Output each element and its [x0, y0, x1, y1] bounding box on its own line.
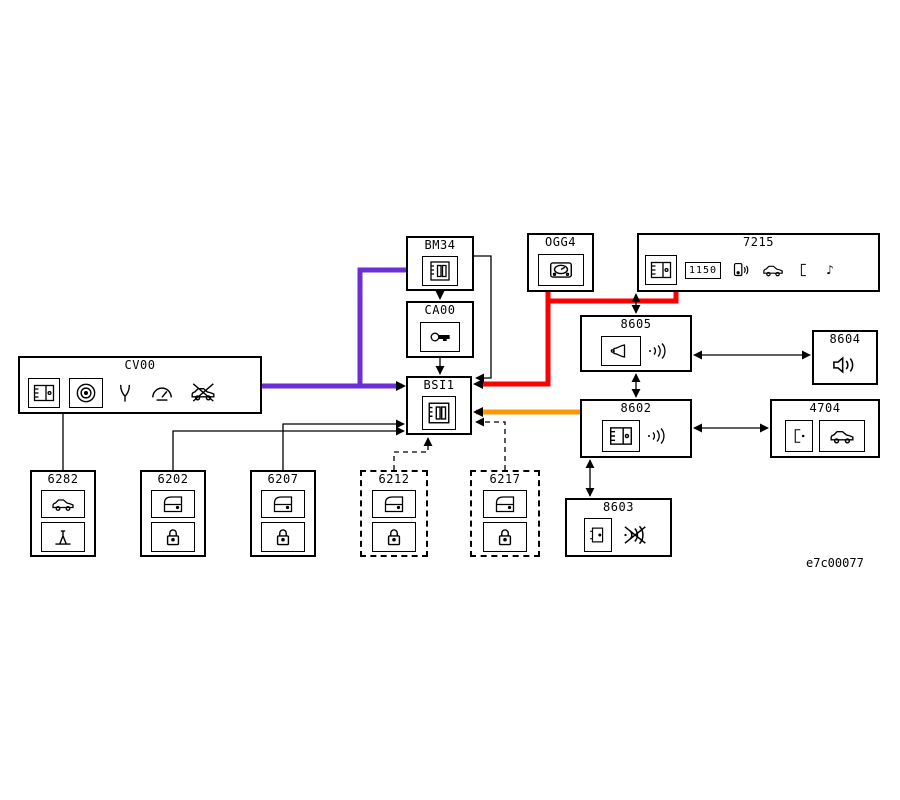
component-label-8604: 8604 [829, 332, 861, 346]
arrowhead-purple-into-bsi1 [396, 381, 406, 391]
component-box-cv00: CV00 [18, 356, 262, 414]
door-icon [151, 490, 195, 518]
sound-waves-icon [648, 342, 666, 360]
component-box-6282: 6282 [30, 470, 96, 557]
door-icon [372, 490, 416, 518]
road-fork-icon [119, 383, 131, 402]
component-box-4704: 4704 [770, 399, 880, 458]
line-6207-to-bsi1 [282, 419, 405, 470]
bracket-icon [785, 420, 813, 452]
connector-icon [28, 377, 60, 408]
car-crossed-icon [186, 380, 220, 406]
component-label-8605: 8605 [620, 317, 652, 331]
component-label-bm34: BM34 [424, 238, 456, 252]
component-box-ogg4: OGG4 [527, 233, 594, 292]
component-label-6212: 6212 [378, 472, 410, 486]
component-box-bsi1: BSI1 [406, 376, 472, 435]
connector-icon [645, 255, 677, 285]
line-bm34-to-bsi1 [474, 255, 492, 383]
music-note-icon [826, 262, 834, 277]
lock-icon [261, 522, 305, 552]
component-box-bm34: BM34 [406, 236, 474, 291]
lock-icon [483, 522, 527, 552]
connector-icon [602, 420, 640, 452]
component-box-8602: 8602 [580, 399, 692, 458]
car-icon [763, 265, 783, 277]
component-label-6207: 6207 [267, 472, 299, 486]
component-box-8605: 8605 [580, 315, 692, 372]
component-box-6202: 6202 [140, 470, 206, 557]
connector-icon [422, 396, 456, 430]
component-box-6207: 6207 [250, 470, 316, 557]
arrowhead-orange-into-bsi1 [473, 407, 483, 417]
waves-crossed-icon [618, 521, 654, 549]
wire-red-ogg4-7215-bsi1 [480, 292, 679, 387]
arrowhead-red-into-bsi1 [473, 379, 483, 389]
car-icon [41, 490, 85, 518]
key-icon [420, 322, 460, 352]
line-6212-to-bsi1-dashed [393, 437, 433, 470]
component-label-8603: 8603 [603, 500, 634, 514]
line-6202-to-bsi1 [172, 426, 405, 470]
horn-icon [601, 336, 641, 366]
car-icon [819, 420, 865, 452]
lock-icon [372, 522, 416, 552]
remote-icon [733, 262, 749, 277]
bracket-icon [800, 263, 807, 277]
clock-display: 1150 [685, 261, 722, 279]
speaker-icon [833, 357, 854, 373]
component-label-7215: 7215 [743, 235, 774, 249]
component-box-7215: 7215 1150 [637, 233, 880, 292]
diagram-reference-code: e7c00077 [806, 556, 864, 570]
sound-waves-icon [647, 427, 665, 445]
jack-icon [41, 522, 85, 552]
component-box-8604: 8604 [812, 330, 878, 385]
component-label-6202: 6202 [157, 472, 189, 486]
gauge-icon [152, 386, 172, 401]
door-icon [261, 490, 305, 518]
component-label-4704: 4704 [809, 401, 841, 415]
component-box-6212: 6212 [360, 470, 428, 557]
line-6217-to-bsi1-dashed [475, 417, 506, 470]
connector-icon [422, 256, 458, 286]
component-box-ca00: CA00 [406, 301, 474, 358]
component-box-8603: 8603 [565, 498, 672, 557]
instrument-cluster-icon [537, 254, 584, 286]
door-icon [483, 490, 527, 518]
lock-icon [151, 522, 195, 552]
component-label-ca00: CA00 [424, 303, 456, 317]
component-label-ogg4: OGG4 [545, 235, 576, 249]
component-label-6282: 6282 [47, 472, 79, 486]
component-label-cv00: CV00 [124, 358, 156, 372]
component-label-bsi1: BSI1 [423, 378, 455, 392]
wire-purple-bm34-cv00-bsi1 [262, 267, 406, 389]
component-box-6217: 6217 [470, 470, 540, 557]
component-label-8602: 8602 [620, 401, 652, 415]
door-panel-icon [583, 518, 612, 552]
component-label-6217: 6217 [489, 472, 521, 486]
steering-wheel-icon [69, 377, 103, 408]
